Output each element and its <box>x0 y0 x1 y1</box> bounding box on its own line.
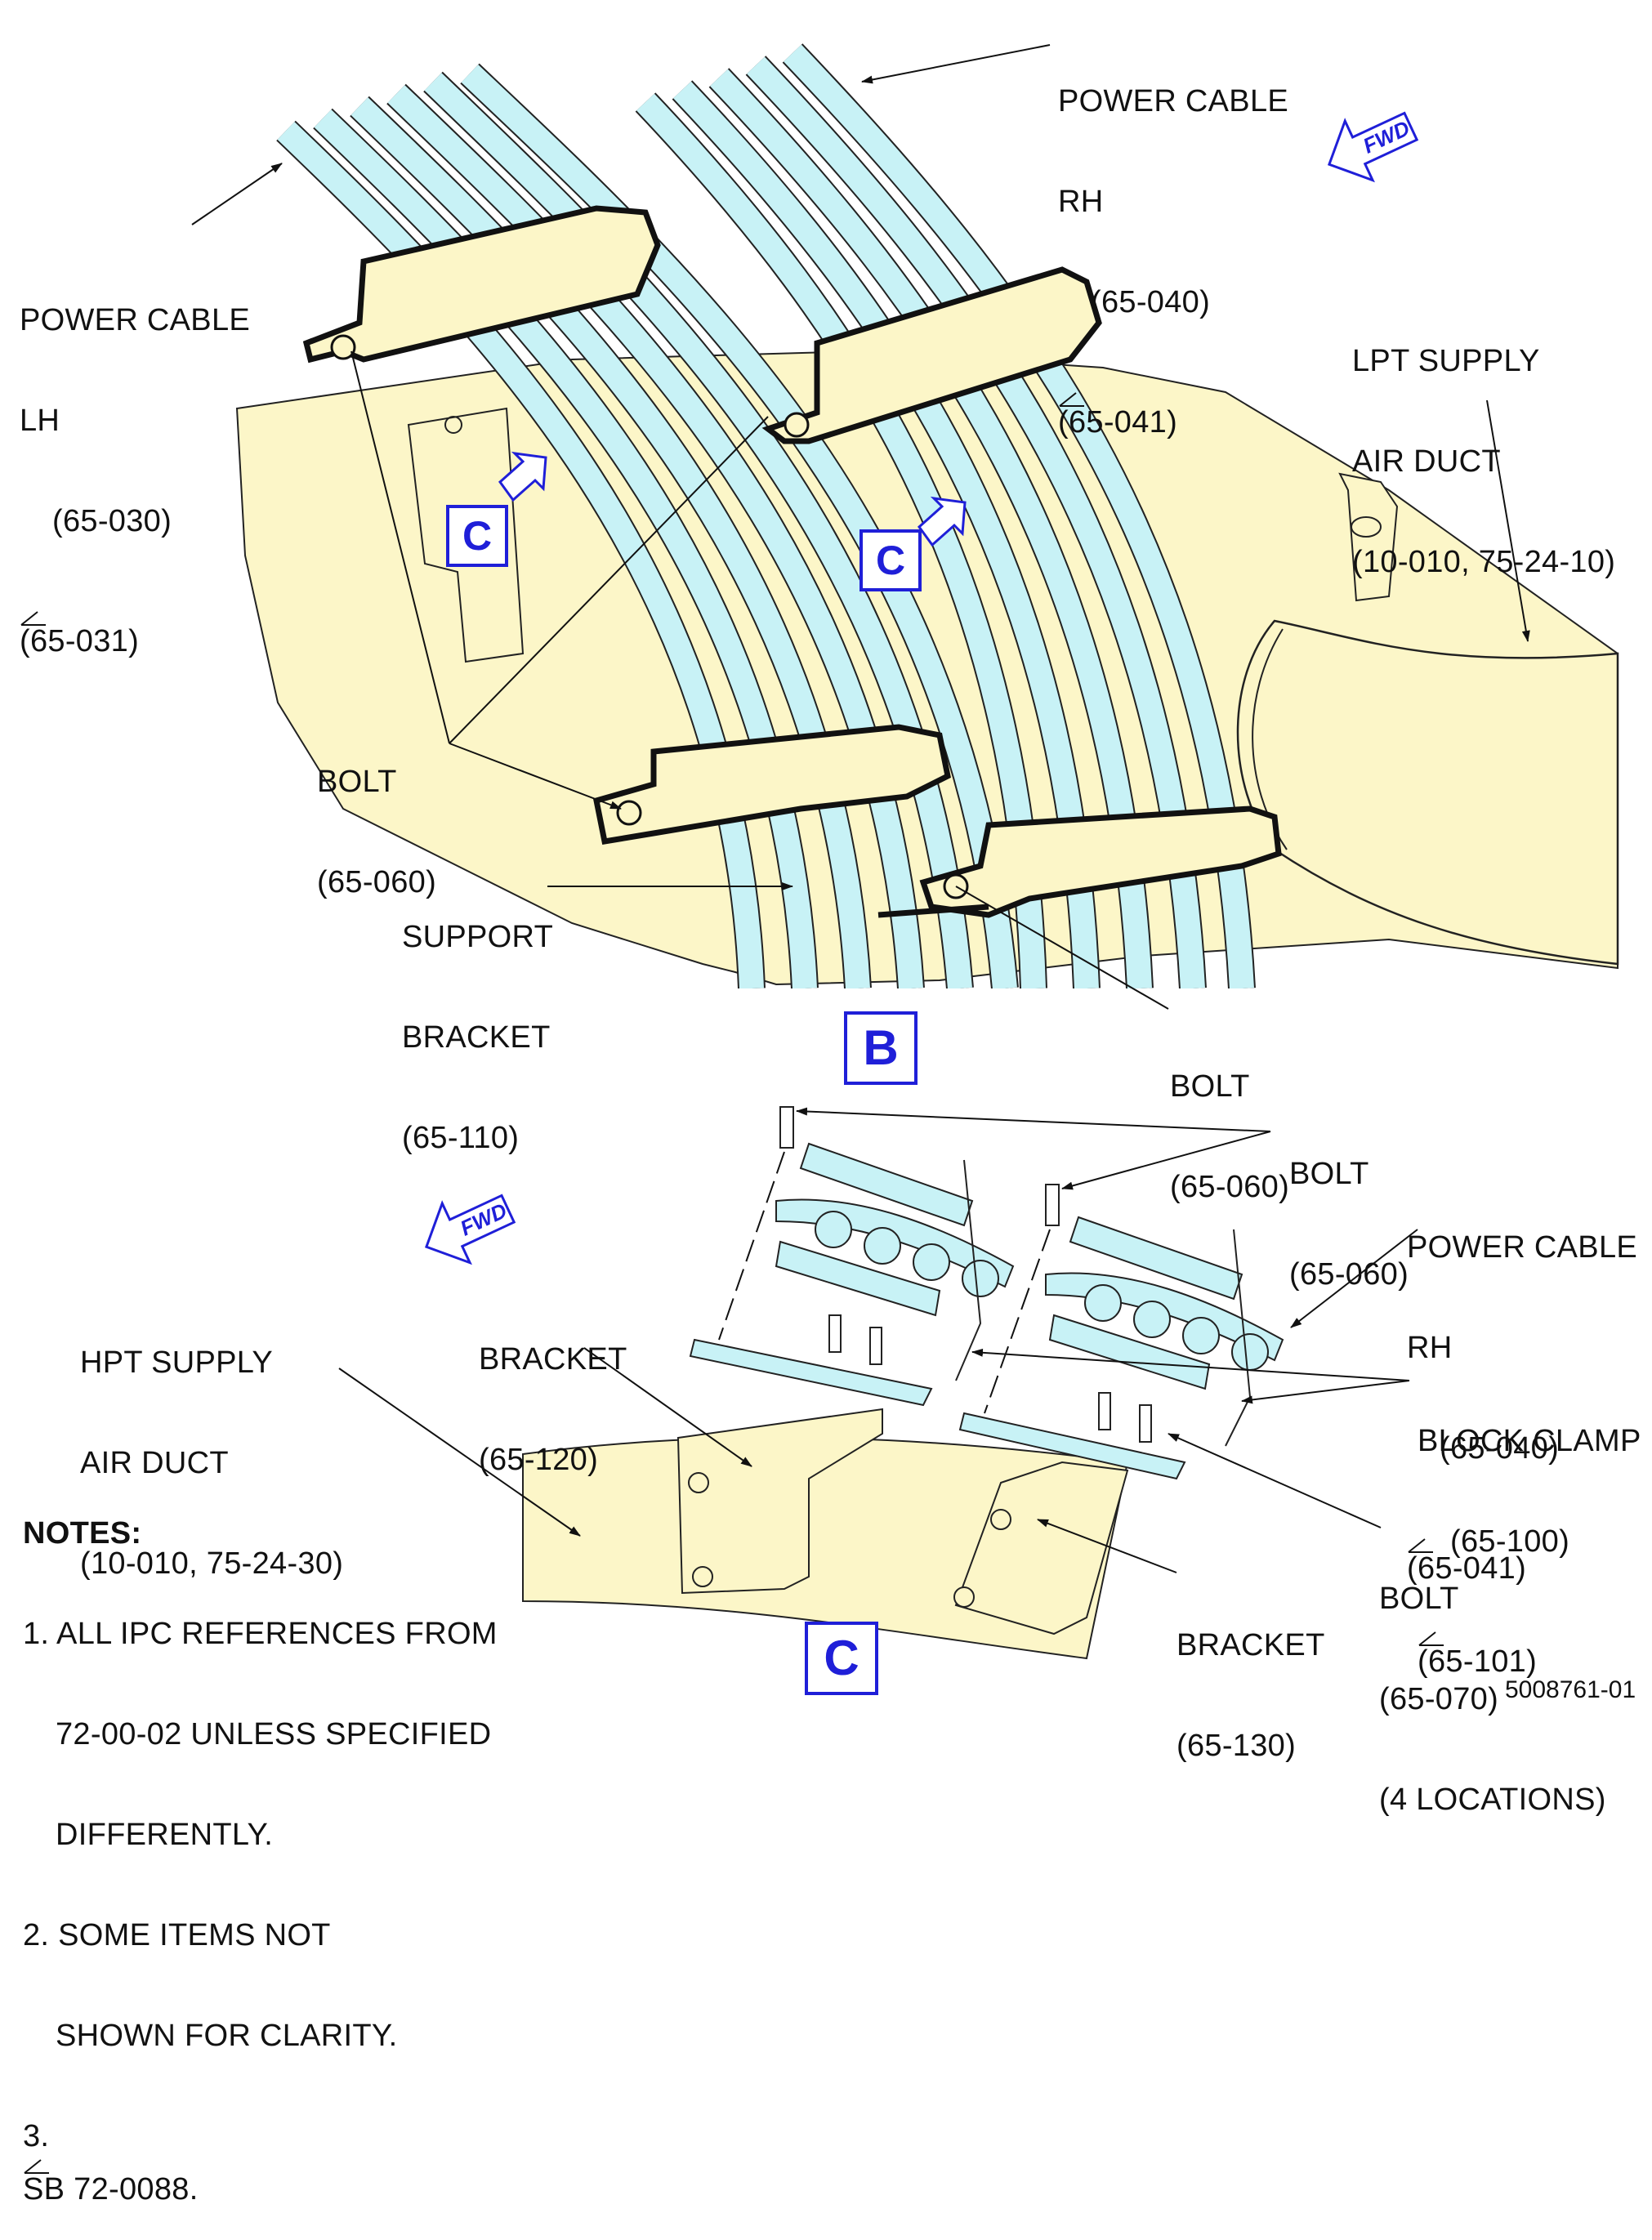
sb-delta-icon <box>1407 1533 1436 1553</box>
hpt-duct-label: HPT SUPPLY AIR DUCT (10-010, 75-24-30) <box>80 1345 344 1581</box>
exploded-clamp-left <box>689 1142 1015 1407</box>
sb-delta-icon <box>1058 386 1087 407</box>
power-cable-lh-label: POWER CABLE LH (65-030) (65-031) <box>20 303 251 658</box>
bolt-top-label: BOLT (65-060) <box>1289 1157 1409 1292</box>
lpt-duct-label: LPT SUPPLY AIR DUCT (10-010, 75-24-10) <box>1352 344 1616 579</box>
note-2-line-2: SHOWN FOR CLARITY. <box>56 2019 398 2053</box>
power-cable-rh-bundle <box>635 43 1256 989</box>
exploded-clamp-right <box>958 1216 1284 1480</box>
support-bracket-label: SUPPORT BRACKET (65-110) <box>402 920 554 1155</box>
view-b-drawing: FWD <box>191 43 1650 1013</box>
notes: NOTES: 1. ALL IPC REFERENCES FROM 72-00-… <box>23 1450 498 2240</box>
block-clamp-label: BLOCK CLAMP (65-100) (65-101) <box>1418 1424 1641 1679</box>
lpt-duct-mouth <box>1236 619 1619 966</box>
bolts-c <box>779 1106 1152 1443</box>
view-c-arrow-right <box>917 496 967 547</box>
note-3: 3. SB 72-0088. <box>23 2119 199 2207</box>
bracket-130-label: BRACKET (65-130) <box>1176 1628 1325 1763</box>
block-clamp-lh-lower <box>592 724 951 846</box>
view-c-drawing: FWD <box>338 1106 1418 1660</box>
view-c-label: C <box>805 1622 878 1695</box>
notes-title: NOTES: <box>23 1516 142 1551</box>
power-cable-rh-label: POWER CABLE RH (65-040) (65-041) <box>1058 84 1289 440</box>
illustration: FWD <box>191 43 1650 1660</box>
sb-delta-icon <box>20 605 49 626</box>
sb-delta-icon <box>1418 1626 1447 1646</box>
note-1-line-3: DIFFERENTLY. <box>56 1818 274 1852</box>
view-b-label: B <box>844 1011 918 1085</box>
bracket-120-shape <box>676 1408 883 1595</box>
sb-delta-icon <box>23 2153 52 2174</box>
view-c-marker-left[interactable]: C <box>446 505 508 567</box>
bolt-right-label: BOLT (65-060) <box>1170 1069 1290 1204</box>
fwd-arrow-icon: FWD <box>1327 111 1419 183</box>
view-c-arrow-left <box>498 451 547 502</box>
fwd-arrow-icon: FWD <box>424 1194 516 1265</box>
power-cable-rh-c-label: POWER CABLE RH (65-040) (65-041) <box>1407 1230 1638 1586</box>
note-1-line-1: 1. ALL IPC REFERENCES FROM <box>23 1617 498 1651</box>
block-clamp-lh-upper <box>302 205 661 364</box>
note-2-line-1: 2. SOME ITEMS NOT <box>23 1918 331 1952</box>
bracket-130-shape <box>954 1461 1129 1635</box>
figure-number: 5008761-01 <box>1505 1676 1636 1703</box>
bracket-120-label: BRACKET (65-120) <box>479 1342 627 1477</box>
view-c-marker-right[interactable]: C <box>859 529 922 591</box>
block-clamp-rh-upper <box>761 266 1102 444</box>
block-clamp-rh-lower <box>877 805 1282 918</box>
note-1-line-2: 72-00-02 UNLESS SPECIFIED <box>56 1717 492 1751</box>
bolt-left-label: BOLT (65-060) <box>317 765 437 899</box>
